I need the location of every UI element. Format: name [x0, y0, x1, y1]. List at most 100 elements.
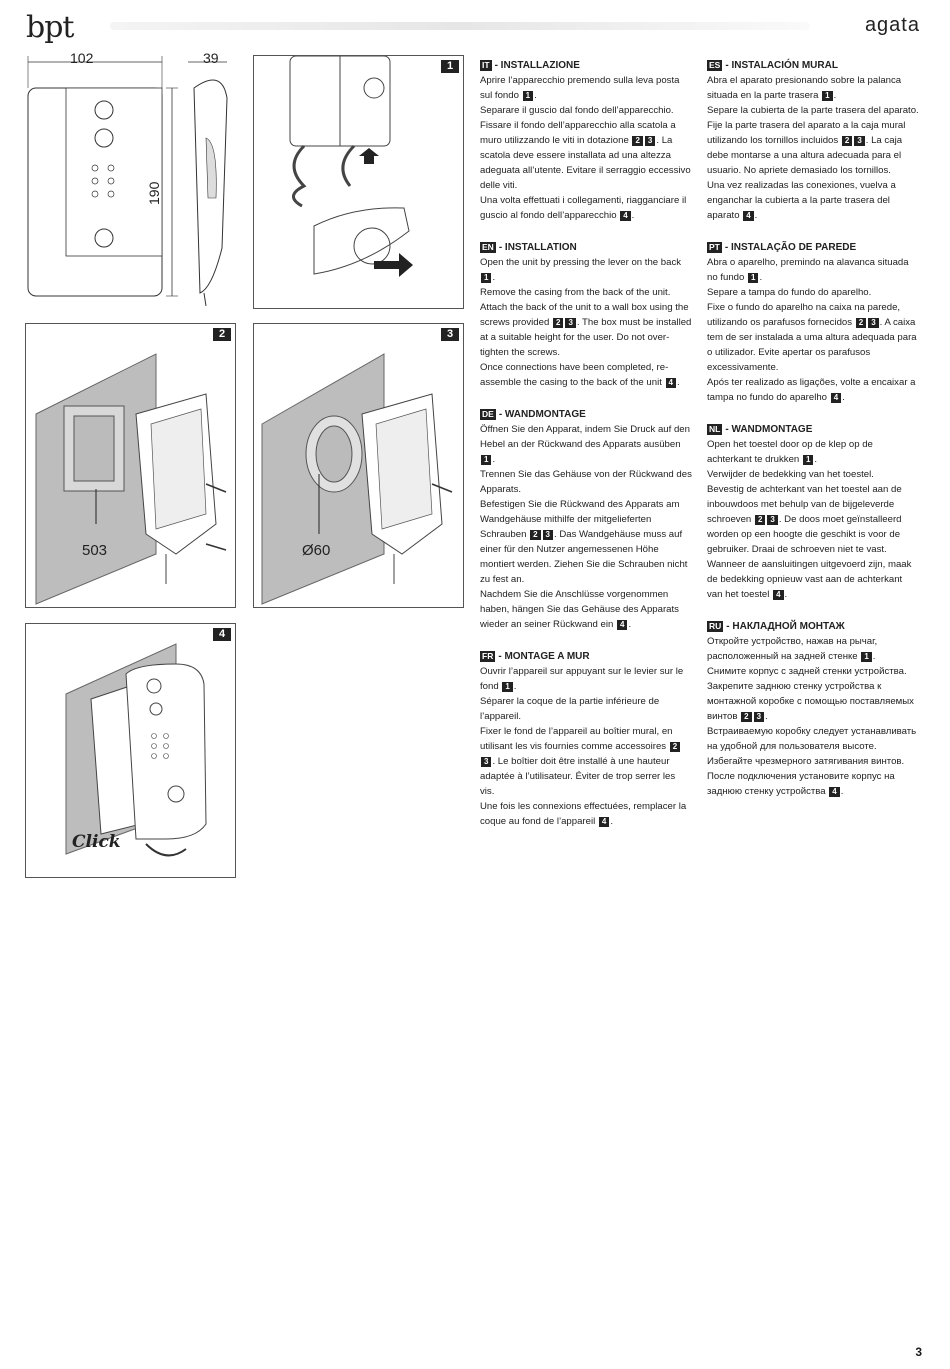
figure-ref-tag: 2	[669, 742, 681, 752]
click-label: Click	[72, 832, 121, 852]
figure-panel-1: 1	[253, 55, 464, 309]
figure-ref-tag: 1	[822, 91, 833, 101]
figure-panel-4: 4 Click	[25, 623, 236, 878]
section-paragraph: Снимите корпус с задней стенки устройств…	[707, 666, 907, 677]
section-paragraph: Ouvrir l’appareil sur appuyant sur le le…	[480, 666, 684, 692]
section-paragraph: Separe la cubierta de la parte trasera d…	[707, 105, 919, 116]
figure-ref-tag: 4	[598, 817, 610, 827]
figure-panel-2: 2 503	[25, 323, 236, 608]
language-code: EN	[480, 242, 496, 253]
language-code: NL	[707, 424, 723, 435]
section-title: PT- INSTALAÇÃO DE PAREDE	[707, 242, 857, 253]
section-title: FR- MONTAGE A MUR	[480, 651, 590, 662]
section-paragraph: Una volta effettuati i collegamenti, ria…	[480, 195, 687, 221]
section-pt: PT- INSTALAÇÃO DE PAREDE Abra o aparelho,…	[707, 240, 919, 405]
section-paragraph: Once connections have been completed, re…	[480, 362, 680, 388]
section-title: EN- INSTALLATION	[480, 242, 577, 253]
panel-number: 1	[441, 60, 459, 73]
box-label-60: Ø60	[302, 542, 331, 559]
section-paragraph: Abra o aparelho, premindo na alavanca si…	[707, 257, 909, 283]
section-title: RU- НАКЛАДНОЙ МОНТАЖ	[707, 621, 845, 632]
section-ru: RU- НАКЛАДНОЙ МОНТАЖ Откройте устройство,…	[707, 619, 919, 799]
panel-number: 3	[441, 328, 459, 341]
figure-ref-tag: 1	[802, 455, 814, 465]
figure-ref-tag: 2	[632, 136, 643, 146]
figure-ref-tag: 3	[868, 318, 879, 328]
figure-ref-tag: 3	[565, 318, 576, 328]
section-paragraph: Open the unit by pressing the lever on t…	[480, 257, 682, 283]
section-paragraph: Após ter realizado as ligações, volte a …	[707, 377, 916, 403]
section-paragraph: Attach the back of the unit to a wall bo…	[480, 302, 692, 358]
section-paragraph: Une fois les connexions effectuées, remp…	[480, 801, 687, 827]
panel-number: 2	[213, 328, 231, 341]
section-paragraph: Fixe o fundo do aparelho na caixa na par…	[707, 302, 917, 373]
section-fr: FR- MONTAGE A MUR Ouvrir l’appareil sur a…	[480, 649, 692, 829]
section-title: DE- WANDMONTAGE	[480, 409, 586, 420]
figure-ref-tag: 4	[665, 378, 676, 388]
figure-ref-tag: 1	[502, 682, 513, 692]
width-dimension: 102	[70, 50, 94, 66]
figure-ref-tag: 4	[773, 590, 784, 600]
section-paragraph: Nachdem Sie die Anschlüsse vorgenommen h…	[480, 589, 679, 630]
reassemble-illustration	[65, 643, 207, 857]
section-paragraph: Una vez realizadas las conexiones, vuelv…	[707, 180, 896, 221]
figure-ref-tag: 2	[855, 318, 867, 328]
figure-ref-tag: 4	[620, 211, 631, 221]
figure-ref-tag: 3	[854, 136, 865, 146]
language-code: PT	[707, 242, 722, 253]
figure-ref-tag: 4	[617, 620, 628, 630]
language-code: DE	[480, 409, 496, 420]
open-unit-illustration	[289, 56, 413, 277]
language-code: ES	[707, 60, 723, 71]
section-paragraph: Remove the casing from the back of the u…	[480, 287, 671, 298]
section-title: ES- INSTALACIÓN MURAL	[707, 60, 838, 71]
figure-ref-tag: 1	[748, 273, 759, 283]
wall-box-503-illustration	[35, 353, 227, 605]
figure-ref-tag: 1	[481, 273, 492, 283]
box-label-503: 503	[82, 542, 108, 559]
figure-ref-tag: 2	[841, 136, 853, 146]
section-paragraph: Öffnen Sie den Apparat, indem Sie Druck …	[480, 424, 690, 465]
section-paragraph: Wanneer de aansluitingen uitgevoerd zijn…	[707, 559, 912, 600]
language-code: RU	[707, 621, 724, 632]
header-rule	[110, 22, 810, 30]
language-code: IT	[480, 60, 492, 71]
section-paragraph: Separe a tampa do fundo do aparelho.	[707, 287, 872, 298]
figure-ref-tag: 3	[644, 136, 656, 146]
figure-ref-tag: 2	[530, 530, 541, 540]
section-paragraph: Fissare il fondo dell’apparecchio alla s…	[480, 120, 691, 191]
figure-panel-3: 3 Ø60	[253, 323, 464, 608]
section-title: IT- INSTALLAZIONE	[480, 60, 580, 71]
figure-ref-tag: 1	[861, 652, 872, 662]
language-code: FR	[480, 651, 496, 662]
depth-dimension: 39	[203, 50, 219, 66]
panel-number: 4	[213, 628, 231, 641]
figure-ref-tag: 3	[481, 757, 492, 767]
section-paragraph: Trennen Sie das Gehäuse von der Rückwand…	[480, 469, 692, 495]
section-paragraph: Fixer le fond de l’appareil au boîtier m…	[480, 724, 692, 799]
section-paragraph: Bevestig de achterkant van het toestel a…	[707, 484, 902, 555]
section-paragraph: Verwijder de bedekking van het toestel.	[707, 469, 874, 480]
figure-ref-tag: 4	[743, 211, 754, 221]
figure-ref-tag: 4	[829, 787, 840, 797]
section-paragraph: Befestigen Sie die Rückwand des Apparats…	[480, 499, 688, 585]
section-title: NL- WANDMONTAGE	[707, 424, 813, 435]
section-paragraph: Open het toestel door op de klep op de a…	[707, 439, 873, 465]
section-nl: NL- WANDMONTAGE Open het toestel door op …	[707, 422, 919, 602]
section-paragraph: Встраиваемую коробку следует устанавлива…	[707, 726, 917, 797]
figure-ref-tag: 3	[767, 515, 778, 525]
section-de: DE- WANDMONTAGE Öffnen Sie den Apparat, i…	[480, 407, 692, 632]
figure-ref-tag: 4	[830, 393, 842, 403]
figure-ref-tag: 2	[754, 515, 766, 525]
section-paragraph: Откройте устройство, нажав на рычаг, рас…	[707, 636, 878, 662]
brand-name: agata	[864, 14, 920, 36]
dimension-drawing	[27, 56, 228, 306]
figure-ref-tag: 2	[552, 318, 564, 328]
bpt-logo: bpt	[26, 10, 74, 45]
section-paragraph: Закрепите заднюю стенку устройства к мон…	[707, 681, 914, 722]
section-paragraph: Separare il guscio dal fondo dell’appare…	[480, 105, 674, 116]
height-dimension: 190	[146, 181, 162, 205]
figure-ref-tag: 1	[481, 455, 492, 465]
